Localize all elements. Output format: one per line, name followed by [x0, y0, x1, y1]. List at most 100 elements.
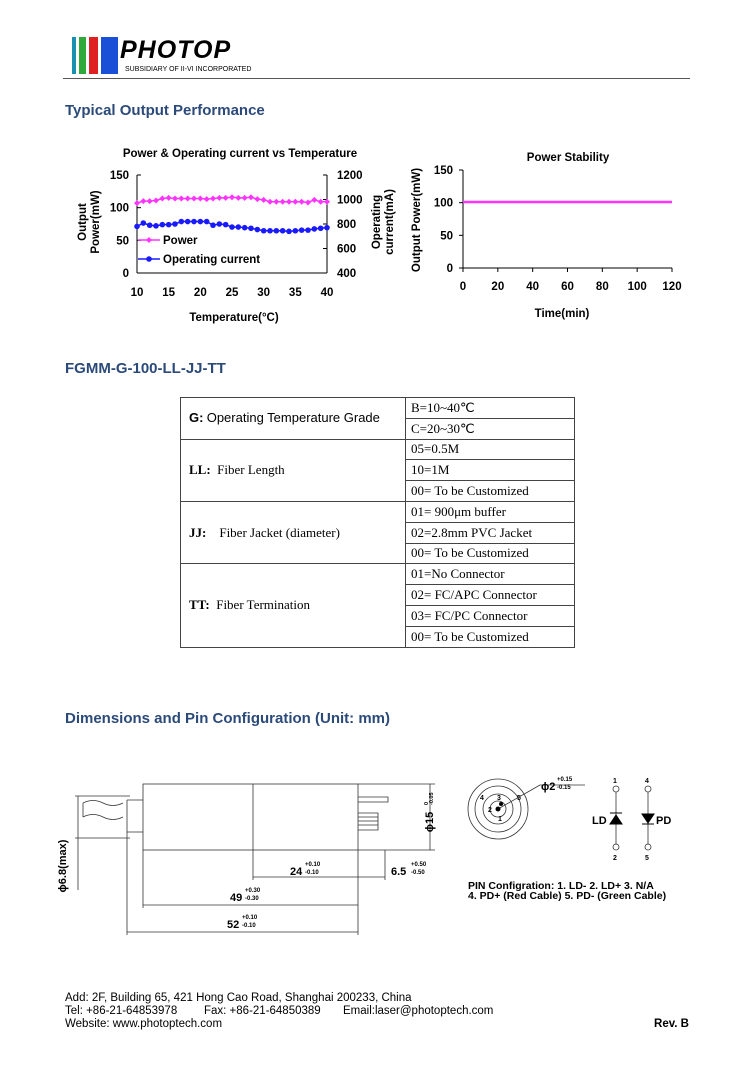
table-row: 00= To be Customized [181, 625, 575, 648]
data-point [172, 221, 178, 227]
pin-label: 4 [480, 795, 484, 802]
data-point [203, 196, 210, 203]
module-body [142, 783, 359, 851]
data-point [254, 226, 261, 233]
fiber-cable [82, 800, 124, 820]
data-point [197, 195, 204, 202]
chart-title: Power & Operating current vs Temperature [123, 148, 357, 160]
y2-tick-label: 1000 [337, 195, 363, 207]
footer-fax: Fax: +86-21-64850389 [204, 1005, 321, 1017]
data-point [210, 195, 216, 202]
data-point [267, 198, 273, 205]
pd-label: PD [656, 815, 671, 827]
cable-diameter: ϕ6.8(max) [57, 839, 69, 892]
tolerance: +0.30 [245, 888, 261, 894]
option: 05=0.5M [405, 438, 575, 461]
chart-title: Power Stability [527, 152, 610, 164]
data-point [241, 224, 248, 231]
pin-diameter: ϕ2 [541, 781, 555, 793]
data-point [324, 198, 330, 205]
option: 02= FC/APC Connector [405, 584, 575, 606]
y-tick-label: 50 [116, 235, 129, 247]
laser-diode-icon [609, 812, 623, 825]
y-tick-label: 0 [123, 268, 129, 280]
data-point [286, 228, 292, 235]
pin-label: 2 [613, 855, 617, 862]
footer-website[interactable]: Website: www.photoptech.com [65, 1018, 223, 1030]
tolerance: -0.50 [411, 870, 425, 876]
data-point [134, 200, 140, 207]
dimensions-title: Dimensions and Pin Configuration (Unit: … [65, 710, 390, 727]
dim-6-5: 6.5 [391, 866, 406, 878]
performance-title: Typical Output Performance [65, 102, 265, 119]
charts: Power & Operating current vs Temperature… [77, 148, 682, 324]
row-label: TT: Fiber Termination [180, 563, 406, 648]
tolerance: 0 [424, 802, 430, 805]
chart-stability: Power Stability Time(min) Output Power(m… [411, 152, 682, 320]
data-point [311, 196, 318, 203]
pin-label: 2 [488, 807, 492, 814]
data-point [305, 199, 311, 206]
x-tick-label: 60 [561, 281, 574, 293]
tolerance: -0.05 [429, 792, 435, 805]
logo-bar [101, 37, 118, 74]
data-point [165, 194, 172, 201]
pin-label: 4 [645, 778, 649, 785]
data-point [317, 198, 324, 205]
y-axis-label: OutputPower(mW) [77, 190, 102, 253]
option: 10=1M [405, 459, 575, 482]
data-point [298, 198, 305, 205]
y-tick-label: 0 [447, 263, 453, 275]
x-axis-label: Time(min) [535, 308, 590, 320]
footer-email[interactable]: Email:laser@photoptech.com [343, 1005, 494, 1017]
body-diameter: ϕ15 [424, 812, 436, 832]
y2-axis-label: Operatingcurrent(mA) [371, 189, 396, 255]
data-point [172, 195, 178, 202]
x-tick-label: 10 [131, 287, 144, 299]
dim-49: 49 [230, 892, 242, 904]
header-divider [63, 78, 690, 79]
dim-24: 24 [290, 866, 303, 878]
tolerance: +0.10 [305, 862, 321, 868]
option: 03= FC/PC Connector [405, 604, 575, 627]
x-tick-label: 120 [662, 281, 681, 293]
x-tick-label: 100 [628, 281, 647, 293]
table-row: 00= To be Customized [181, 480, 575, 502]
data-point [184, 218, 191, 225]
data-point [248, 225, 254, 232]
x-tick-label: 20 [194, 287, 207, 299]
data-point [267, 227, 273, 234]
data-point [153, 223, 159, 229]
legend-label: Operating current [163, 254, 260, 266]
y-tick-label: 100 [110, 203, 129, 215]
x-tick-label: 15 [162, 287, 175, 299]
ld-label: LD [592, 815, 607, 827]
y2-tick-label: 400 [337, 268, 356, 280]
data-point [317, 225, 324, 232]
x-axis-label: Temperature(°C) [189, 312, 279, 324]
row-label: JJ: Fiber Jacket (diameter) [180, 500, 406, 565]
pin-config-line-1: PIN Configration: 1. LD- 2. LD+ 3. N/A [468, 880, 654, 892]
option: B=10~40℃ [405, 397, 575, 419]
pin-label: 3 [497, 795, 501, 802]
data-point [235, 194, 242, 201]
tolerance: +0.10 [242, 915, 258, 921]
data-point [279, 227, 286, 234]
tolerance: -0.15 [557, 785, 571, 791]
data-point [159, 221, 166, 228]
data-point [311, 226, 318, 232]
data-point [184, 195, 191, 202]
legend-marker [146, 237, 152, 243]
data-point [273, 227, 280, 234]
y2-tick-label: 600 [337, 244, 356, 256]
data-point [286, 198, 292, 205]
tolerance: -0.10 [305, 870, 319, 876]
data-point [178, 195, 185, 202]
option: 00= To be Customized [405, 480, 575, 502]
x-tick-label: 0 [460, 281, 466, 293]
footer-address: Add: 2F, Building 65, 421 Hong Cao Road,… [65, 992, 412, 1004]
y-tick-label: 150 [110, 170, 129, 182]
data-point [153, 197, 159, 204]
photodiode-icon [641, 813, 655, 825]
x-tick-label: 80 [596, 281, 609, 293]
